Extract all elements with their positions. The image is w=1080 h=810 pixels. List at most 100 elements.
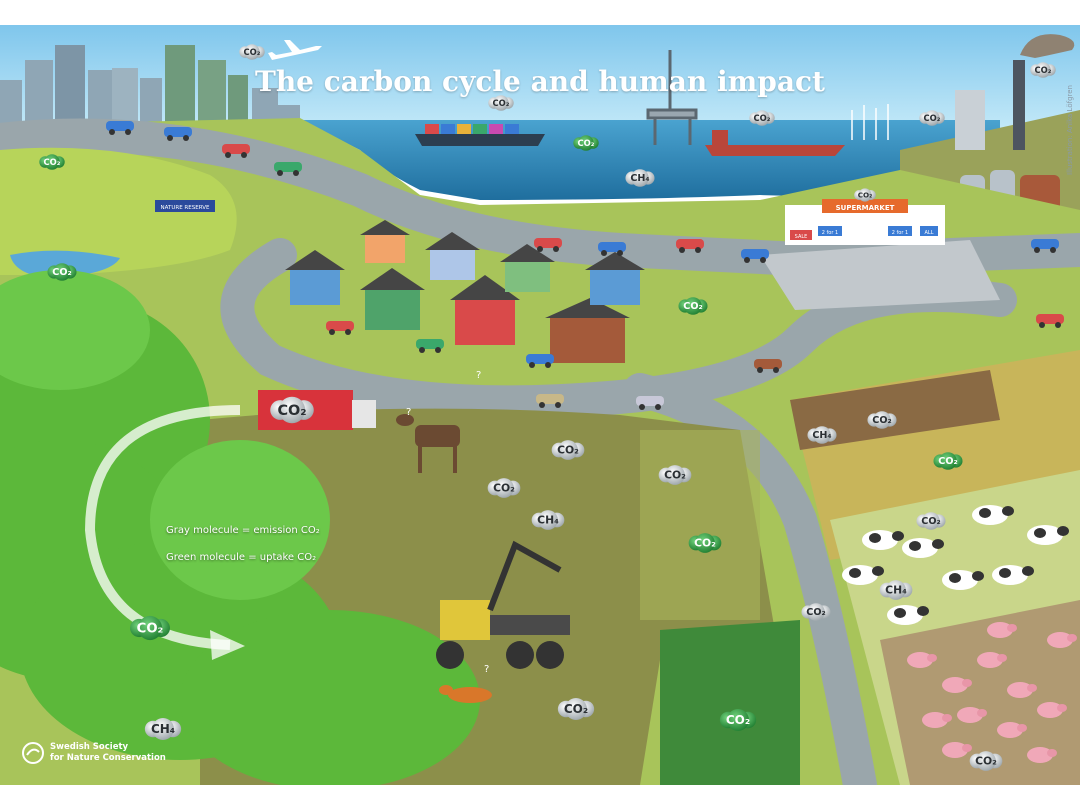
emission-ch4-molecule: CH₄ (144, 718, 182, 740)
emission-ch4-molecule: CH₄ (807, 426, 837, 444)
plowed-field (790, 370, 1000, 450)
car-icon (676, 239, 704, 253)
pig-icon (1047, 632, 1077, 648)
uptake-co2-molecule: CO₂ (678, 297, 708, 315)
all-sign: ALL (925, 230, 934, 236)
emission-co2-molecule: CO₂ (867, 411, 897, 429)
car-icon (534, 238, 562, 252)
oil-platform (646, 50, 698, 145)
cars (106, 121, 1064, 410)
co2-label: CO₂ (277, 403, 306, 419)
car-icon (1031, 239, 1059, 253)
emission-co2-molecule: CO₂ (487, 478, 521, 498)
co2-label: CO₂ (924, 113, 941, 123)
sale-sign: SALE (795, 234, 808, 240)
co2-label: CO₂ (564, 702, 588, 716)
pig-pen (880, 600, 1080, 785)
question-mark: ? (476, 370, 481, 381)
chimney-smoke (1020, 34, 1075, 58)
organization-name: Swedish Society for Nature Conservation (50, 742, 166, 764)
emission-co2-molecule: CO₂ (749, 110, 775, 126)
pig-icon (922, 712, 952, 728)
co2-label: CO₂ (938, 456, 957, 467)
co2-label: CO₂ (872, 415, 891, 426)
pig-icon (907, 652, 937, 668)
nature-reserve-park (0, 147, 237, 275)
uptake-co2-molecule: CO₂ (47, 263, 77, 281)
two-for-one-sign: 2 for 1 (822, 230, 838, 236)
emission-ch4-molecule: CH₄ (625, 169, 655, 187)
co2-label: CO₂ (726, 713, 750, 727)
question-mark: ? (406, 407, 411, 418)
emission-co2-molecule: CO₂ (239, 44, 265, 60)
emission-co2-molecule: CO₂ (969, 751, 1003, 771)
emission-co2-molecule: CO₂ (854, 188, 876, 202)
uptake-co2-molecule: CO₂ (933, 452, 963, 470)
forest-harvester (436, 540, 570, 669)
co2-label: CO₂ (137, 621, 164, 636)
pig-icon (977, 652, 1007, 668)
poster-illustration: NATURE RESERVE (0, 25, 1080, 785)
cow-icon (842, 565, 884, 585)
co2-label: CO₂ (694, 537, 716, 550)
uptake-co2-molecule: CO₂ (39, 154, 65, 170)
emission-ch4-molecule: CH₄ (879, 580, 913, 600)
logo-line-2: for Nature Conservation (50, 753, 166, 763)
moose-icon (396, 414, 460, 473)
cow-icon (862, 530, 904, 550)
fox-icon (439, 685, 492, 703)
emission-ch4-molecule: CH₄ (531, 510, 565, 530)
cows (842, 505, 1069, 625)
tanker-ship (705, 145, 845, 156)
car-icon (416, 339, 444, 353)
two-for-one-sign-2: 2 for 1 (892, 230, 908, 236)
uptake-co2-molecule: CO₂ (688, 533, 722, 553)
co2-label: CO₂ (806, 607, 825, 618)
houses (285, 220, 645, 363)
pigs (907, 622, 1077, 763)
city-skyline (0, 45, 300, 130)
cow-icon (887, 605, 929, 625)
cow-icon (902, 538, 944, 558)
uptake-co2-molecule: CO₂ (130, 615, 170, 641)
car-icon (222, 144, 250, 158)
wind-turbines (851, 104, 889, 140)
cow-icon (1027, 525, 1069, 545)
pig-icon (997, 722, 1027, 738)
co2-label: CO₂ (578, 138, 595, 148)
car-icon (526, 354, 554, 368)
uptake-co2-molecule: CO₂ (719, 709, 757, 731)
nature-reserve-sign: NATURE RESERVE (155, 200, 215, 212)
co2-label: CO₂ (858, 190, 873, 199)
emission-co2-molecule: CO₂ (658, 465, 692, 485)
legend-gray-molecule: Gray molecule = emission CO₂ (166, 525, 320, 536)
organization-logo: Swedish Society for Nature Conservation (22, 742, 166, 764)
pig-icon (957, 707, 987, 723)
emission-co2-molecule: CO₂ (551, 440, 585, 460)
emission-co2-molecule: CO₂ (919, 110, 945, 126)
emission-co2-molecule: CO₂ (916, 512, 946, 530)
co2-label: CO₂ (664, 469, 686, 482)
ch4-label: CH₄ (630, 173, 649, 184)
cow-icon (992, 565, 1034, 585)
ch4-label: CH₄ (151, 722, 175, 736)
ch4-label: CH₄ (812, 430, 831, 441)
car-icon (536, 394, 564, 408)
uptake-co2-molecule: CO₂ (573, 135, 599, 151)
co2-label: CO₂ (493, 98, 510, 108)
pig-icon (987, 622, 1017, 638)
carbon-cycle-poster: NATURE RESERVE (0, 25, 1080, 785)
car-icon (636, 396, 664, 410)
car-icon (598, 242, 626, 256)
ch4-label: CH₄ (885, 584, 907, 597)
question-mark: ? (484, 664, 489, 675)
co2-label: CO₂ (244, 47, 261, 57)
spruce-grove (660, 620, 800, 785)
nature-reserve-label: NATURE RESERVE (161, 205, 210, 211)
emission-co2-molecule: CO₂ (270, 396, 314, 424)
logo-icon (22, 742, 44, 764)
car-icon (1036, 314, 1064, 328)
co2-label: CO₂ (44, 157, 61, 167)
car-icon (741, 249, 769, 263)
logo-line-1: Swedish Society (50, 742, 129, 752)
